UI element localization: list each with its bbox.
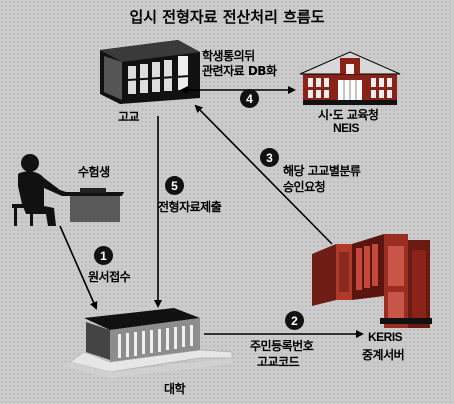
relay-server-label: 중계서버 bbox=[362, 348, 405, 362]
arrow-step-1 bbox=[59, 225, 98, 310]
step-3-badge: 3 bbox=[260, 148, 279, 167]
step-2-label-line1: 주민등록번호 bbox=[250, 339, 314, 353]
arrow-step-3 bbox=[194, 104, 333, 245]
diagram-title: 입시 전형자료 전산처리 흐름도 bbox=[129, 8, 325, 26]
step-2-badge: 2 bbox=[285, 311, 304, 330]
step-1-label: 원서접수 bbox=[88, 270, 131, 284]
applicant-silhouette-icon bbox=[12, 154, 124, 226]
keris-label: KERIS bbox=[368, 330, 403, 344]
step-1-badge: 1 bbox=[94, 246, 113, 265]
step-3-label-line2: 승인요청 bbox=[283, 180, 326, 194]
step-4-label-line2: 관련자료 DB화 bbox=[202, 64, 277, 78]
keris-server-icon bbox=[312, 234, 432, 328]
step-2-label-line2: 고교코드 bbox=[257, 355, 300, 369]
step-3-label-line1: 해당 고교별분류 bbox=[283, 164, 361, 178]
education-office-label: 시·도 교육청 bbox=[318, 108, 379, 122]
university-building-icon bbox=[62, 308, 233, 378]
university-label: 대학 bbox=[164, 382, 186, 396]
step-5-label: 전형자료제출 bbox=[158, 200, 222, 214]
school-building-icon bbox=[100, 40, 200, 104]
step-4-badge: 4 bbox=[240, 89, 259, 108]
step-4-label-line1: 학생통의뒤 bbox=[202, 49, 255, 63]
neis-label: NEIS bbox=[333, 121, 360, 135]
applicant-label: 수험생 bbox=[78, 165, 110, 179]
education-office-building-icon bbox=[299, 51, 401, 105]
step-5-badge: 5 bbox=[165, 176, 184, 195]
school-label: 고교 bbox=[118, 110, 140, 124]
